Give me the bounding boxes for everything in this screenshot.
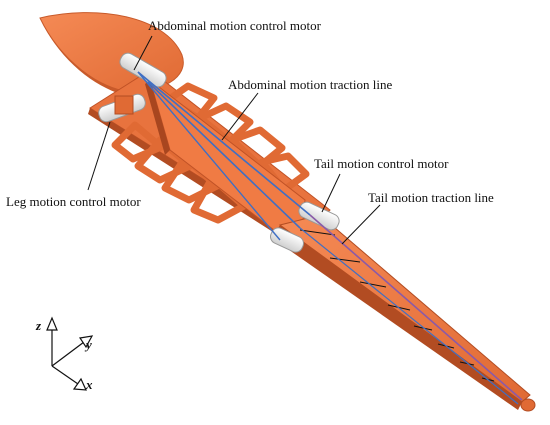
axis-y-label: y xyxy=(84,337,92,352)
label-abdominal-line: Abdominal motion traction line xyxy=(228,77,393,92)
axis-x-label: x xyxy=(85,377,93,392)
tail-motor-lower xyxy=(270,227,304,253)
axis-z-label: z xyxy=(35,318,42,333)
coordinate-axes: z y x xyxy=(35,316,94,392)
label-tail-line: Tail motion traction line xyxy=(368,190,494,205)
label-leg-motor: Leg motion control motor xyxy=(6,194,141,209)
tail xyxy=(272,214,536,412)
abdominal-motor xyxy=(119,52,167,88)
leader-lines xyxy=(87,35,381,245)
label-tail-motor: Tail motion control motor xyxy=(314,156,449,171)
leg-motor xyxy=(98,93,146,123)
label-abdominal-motor: Abdominal motion control motor xyxy=(148,18,322,33)
traction-lines xyxy=(137,71,523,405)
